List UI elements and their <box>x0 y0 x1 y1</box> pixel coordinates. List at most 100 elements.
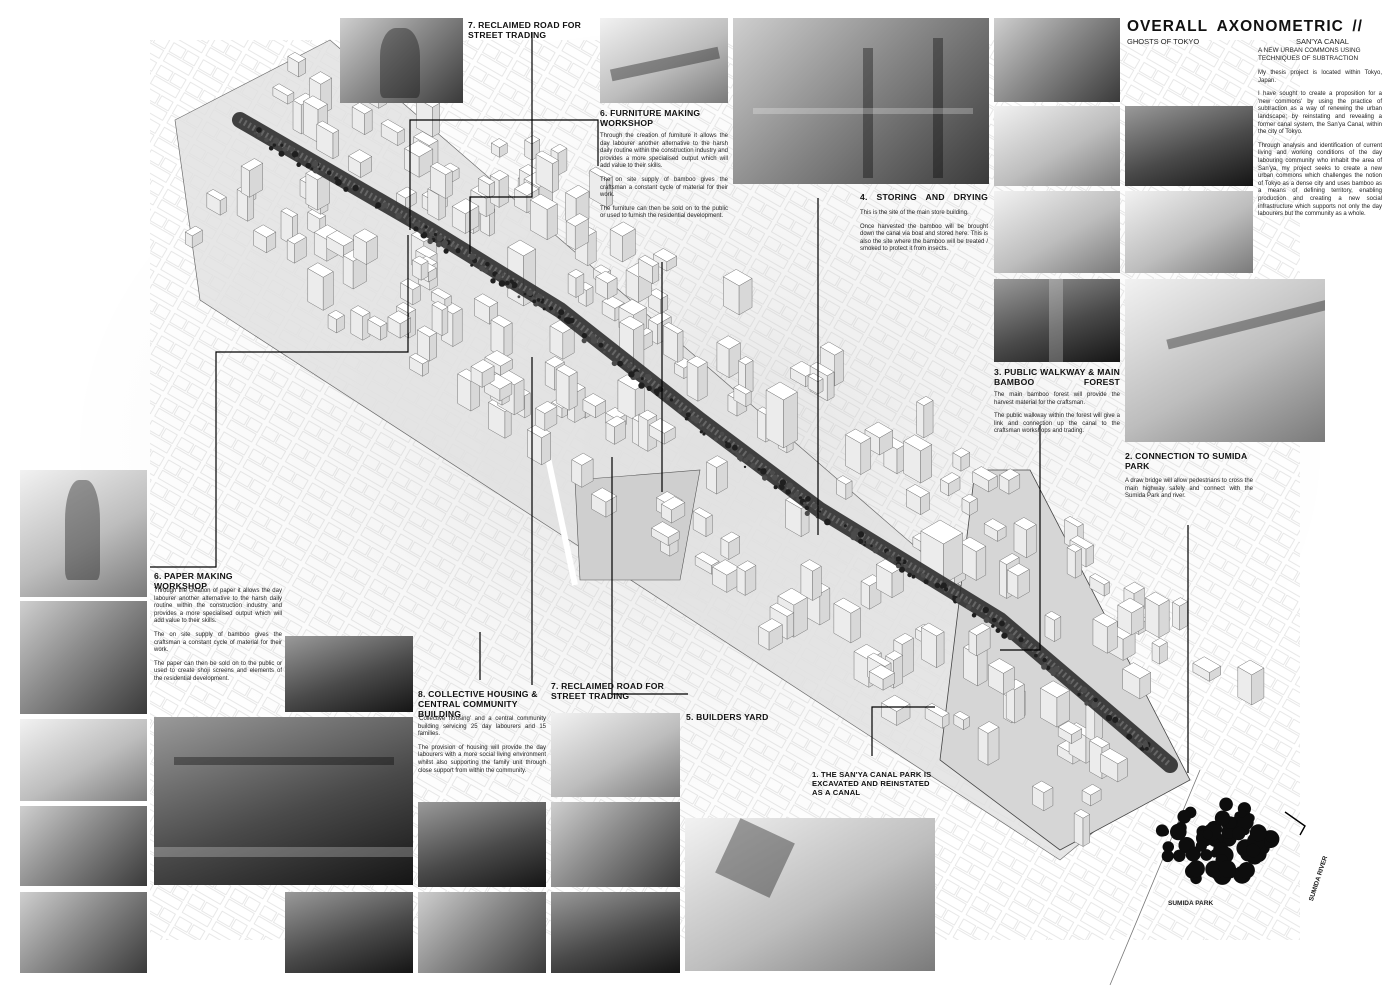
bamboo-cluster <box>549 306 554 311</box>
building-block <box>706 455 728 495</box>
bamboo-cluster <box>436 242 442 248</box>
bamboo-cluster <box>725 442 732 449</box>
building-block <box>972 466 998 493</box>
building-block <box>253 224 277 254</box>
bamboo-cluster <box>719 431 725 437</box>
bamboo-cluster <box>891 555 894 559</box>
building-block <box>1192 656 1222 682</box>
building-block <box>535 150 560 194</box>
park-tree <box>1161 850 1174 863</box>
bamboo-cluster <box>779 479 787 486</box>
building-block <box>836 475 853 500</box>
bamboo-cluster <box>1042 657 1047 663</box>
building-block <box>722 269 753 316</box>
bamboo-cluster <box>256 132 262 138</box>
bamboo-cluster <box>256 127 262 133</box>
bamboo-cluster <box>713 437 719 442</box>
bamboo-cluster <box>640 377 644 381</box>
park-tree <box>1246 843 1261 858</box>
storing-p2: Once harvested the bamboo will be brough… <box>860 223 988 253</box>
bamboo-cluster <box>887 557 891 561</box>
building-block <box>403 140 434 178</box>
bamboo-cluster <box>413 226 419 232</box>
bamboo-cluster <box>541 298 545 302</box>
bamboo-cluster <box>646 385 652 391</box>
bamboo-cluster <box>611 360 618 367</box>
heading-paper: 6. PAPER MAKING WORKSHOP <box>154 571 233 591</box>
bamboo-cluster <box>903 564 909 569</box>
bamboo-cluster <box>685 412 691 418</box>
bamboo-cluster <box>627 363 632 368</box>
building-block <box>903 434 933 484</box>
bamboo-cluster <box>1018 637 1024 643</box>
park-tree <box>1177 810 1191 824</box>
bamboo-cluster <box>1105 714 1113 722</box>
photo-bridge-render <box>1125 279 1325 442</box>
building-block <box>998 468 1021 495</box>
park-tree <box>1232 826 1246 841</box>
text-furniture: Through the creation of furniture it all… <box>600 133 728 227</box>
bamboo-cluster <box>495 273 502 280</box>
building-block <box>736 560 757 596</box>
bamboo-cluster <box>1067 679 1072 684</box>
bamboo-cluster <box>598 338 604 344</box>
bamboo-cluster <box>310 167 314 170</box>
bamboo-cluster <box>971 612 977 618</box>
bamboo-cluster <box>268 146 274 151</box>
bamboo-cluster <box>1022 643 1027 648</box>
bamboo-cluster <box>526 289 534 296</box>
bamboo-cluster <box>436 235 443 242</box>
bamboo-cluster <box>1046 665 1051 671</box>
building-block <box>451 198 480 235</box>
bamboo-cluster <box>581 338 587 344</box>
bamboo-cluster <box>1007 633 1014 641</box>
bamboo-cluster <box>542 307 546 311</box>
building-block <box>961 493 978 516</box>
building-block <box>307 262 334 311</box>
bamboo-cluster <box>895 556 902 562</box>
building-block <box>1006 563 1030 599</box>
building-block <box>367 315 388 341</box>
building-block <box>800 559 822 601</box>
building-block <box>924 703 950 729</box>
building-block <box>638 254 660 285</box>
tagline: A NEW URBAN COMMONS USING TECHNIQUES OF … <box>1258 47 1361 62</box>
building-block <box>1092 612 1118 654</box>
building-block <box>477 175 496 199</box>
bamboo-cluster <box>743 465 747 469</box>
photo-street-view <box>20 719 147 801</box>
building-block <box>582 393 607 419</box>
bamboo-cluster <box>617 360 623 367</box>
bamboo-cluster <box>872 548 879 554</box>
building-block <box>1066 543 1083 579</box>
furniture-p1: Through the creation of furniture it all… <box>600 133 728 170</box>
bamboo-cluster <box>352 184 359 192</box>
building-block <box>920 622 945 669</box>
bamboo-cluster <box>273 137 280 144</box>
park-tree <box>1265 831 1276 843</box>
building-block <box>711 559 741 593</box>
building-block <box>1122 662 1152 700</box>
bamboo-cluster <box>406 218 412 224</box>
building-block <box>380 119 405 147</box>
heading-road-bottom: 7. RECLAIMED ROAD FOR STREET TRADING <box>551 681 665 701</box>
building-block <box>617 374 645 422</box>
bamboo-cluster <box>1050 670 1056 677</box>
building-block <box>490 138 508 158</box>
bamboo-cluster <box>517 295 521 299</box>
building-block <box>1100 748 1128 783</box>
bamboo-cluster <box>452 244 456 248</box>
building-block <box>716 335 741 379</box>
bamboo-cluster <box>743 457 748 463</box>
paper-p3: The paper can then be sold on to the pub… <box>154 660 282 682</box>
photo-bamboo-forest <box>994 279 1120 362</box>
bamboo-cluster <box>690 415 697 422</box>
paper-p1: Through the creation of paper it allows … <box>154 588 282 625</box>
bamboo-cluster <box>498 280 506 287</box>
building-block <box>429 162 453 199</box>
building-block <box>555 364 578 411</box>
bamboo-cluster <box>1053 666 1060 673</box>
photo-canal-excavation <box>685 818 935 971</box>
photo-sweeping <box>1125 191 1253 273</box>
